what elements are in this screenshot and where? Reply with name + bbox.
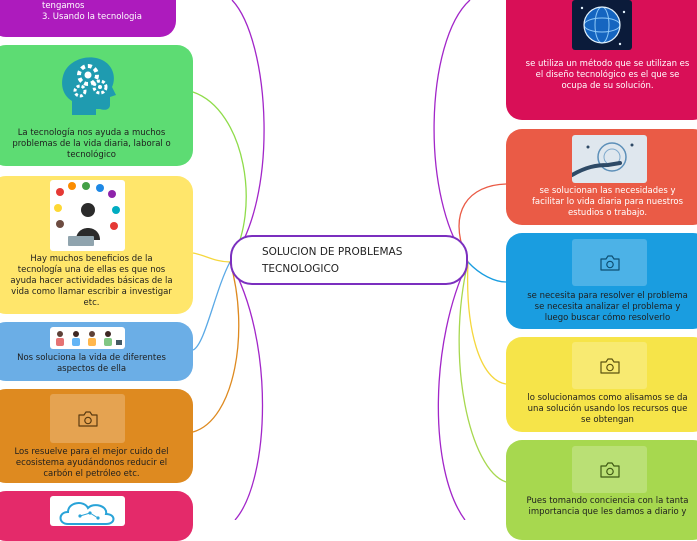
node-text-line: ayuda hacer actividades básicas de la	[10, 276, 173, 286]
node-text-line: Los resuelve para el mejor cuido del	[14, 447, 169, 457]
node-text-line: facilitar lo vida diaria para nuestros	[531, 197, 684, 207]
topic-node-pink-bottom[interactable]	[0, 491, 193, 541]
topic-node-orange-ecosystem[interactable]: Los resuelve para el mejor cuido del eco…	[0, 389, 193, 483]
node-text-line: luego buscar cómo resolverlo	[544, 313, 671, 323]
node-text-line: tengamos	[42, 1, 85, 11]
connector-purple-bottom	[437, 261, 469, 520]
node-text-line: Pues tomando conciencia con la tanta	[526, 496, 689, 506]
connector-magenta-method	[433, 0, 471, 263]
node-text-line: se necesita analizar el problema y	[534, 302, 681, 312]
node-text-line: problemas de la vida diaria, laboral o	[12, 139, 171, 149]
node-text-line: lo solucionamos como alisamos se da	[527, 393, 688, 403]
topic-node-blue-aspects[interactable]: Nos soluciona la vida de diferentes aspe…	[0, 322, 193, 381]
connector-green-head	[192, 91, 247, 263]
node-text-line: tecnología una de ellas es que nos	[17, 265, 166, 275]
topic-node-blue-analyze[interactable]: se necesita para resolver el problema se…	[506, 233, 697, 329]
head-gears-icon	[50, 51, 125, 119]
topic-node-magenta-method[interactable]: se utiliza un método que se utilizan es …	[506, 0, 697, 120]
camera-icon	[599, 254, 620, 271]
camera-icon	[77, 410, 98, 427]
node-text-line: aspectos de ella	[56, 364, 127, 374]
connector-blue-aspects	[192, 261, 231, 351]
cloud-network-icon	[50, 496, 125, 526]
node-text-line: se necesita para resolver el problema	[527, 291, 688, 301]
node-text-line: una solución usando los recursos que	[527, 404, 688, 414]
node-text-line: se utiliza un método que se utilizan es	[525, 59, 690, 69]
topic-node-purple-top[interactable]: tengamos 3. Usando la tecnologia	[0, 0, 176, 37]
connector-orange-ecosystem	[192, 261, 240, 433]
image-placeholder[interactable]	[572, 342, 647, 389]
node-text-line: ocupa de su solución.	[561, 81, 654, 91]
node-text-line: tecnológico	[66, 150, 117, 160]
connector-yellow-benefits	[192, 252, 231, 263]
central-topic-line2: TECNOLOGICO	[262, 263, 340, 275]
central-topic[interactable]: SOLUCION DE PROBLEMAS TECNOLOGICO	[230, 235, 468, 285]
person-with-tech-icons	[50, 180, 125, 251]
topic-node-yellow-resources[interactable]: lo solucionamos como alisamos se da una …	[506, 337, 697, 432]
topic-node-green-head[interactable]: La tecnología nos ayuda a muchos problem…	[0, 45, 193, 166]
node-text-line: 3. Usando la tecnologia	[42, 12, 142, 22]
node-text-line: estudios o trabajo.	[567, 208, 648, 218]
node-text-line: se obtengan	[581, 415, 634, 425]
node-text-line: se solucionan las necesidades y	[539, 186, 676, 196]
tech-hand	[572, 135, 647, 183]
image-placeholder[interactable]	[572, 239, 647, 286]
globe-network	[572, 0, 632, 50]
node-text-line: Hay muchos beneficios de la	[30, 254, 153, 264]
camera-icon	[599, 461, 620, 478]
connector-pink-bottom	[229, 261, 264, 520]
image-placeholder[interactable]	[572, 446, 647, 493]
topic-node-yellow-benefits[interactable]: Hay muchos beneficios de la tecnología u…	[0, 176, 193, 314]
node-text-line: vida como llamar escribir a investigar	[11, 287, 172, 297]
node-text-line: Nos soluciona la vida de diferentes	[17, 353, 166, 363]
node-text-line: etc.	[83, 298, 100, 308]
topic-node-red-needs[interactable]: se solucionan las necesidades y facilita…	[506, 129, 697, 225]
node-text-line: ecosistema ayudándonos reducir el	[15, 458, 168, 468]
camera-icon	[599, 357, 620, 374]
image-placeholder[interactable]	[50, 394, 125, 443]
node-text-line: importancia que les damos a diario y	[528, 507, 687, 517]
central-topic-line1: SOLUCION DE PROBLEMAS	[262, 246, 403, 258]
people-with-devices	[50, 327, 125, 349]
topic-node-green-awareness[interactable]: Pues tomando conciencia con la tanta imp…	[506, 440, 697, 540]
node-text-line: La tecnología nos ayuda a muchos	[17, 128, 166, 138]
node-text-line: el diseño tecnológico es el que se	[535, 70, 680, 80]
connector-yellow-resources	[466, 261, 507, 385]
connector-lime-awareness	[458, 261, 507, 483]
connector-purple-top	[229, 0, 265, 263]
node-text-line: carbón el petróleo etc.	[43, 469, 140, 479]
connector-cyan-analyze	[467, 261, 507, 283]
